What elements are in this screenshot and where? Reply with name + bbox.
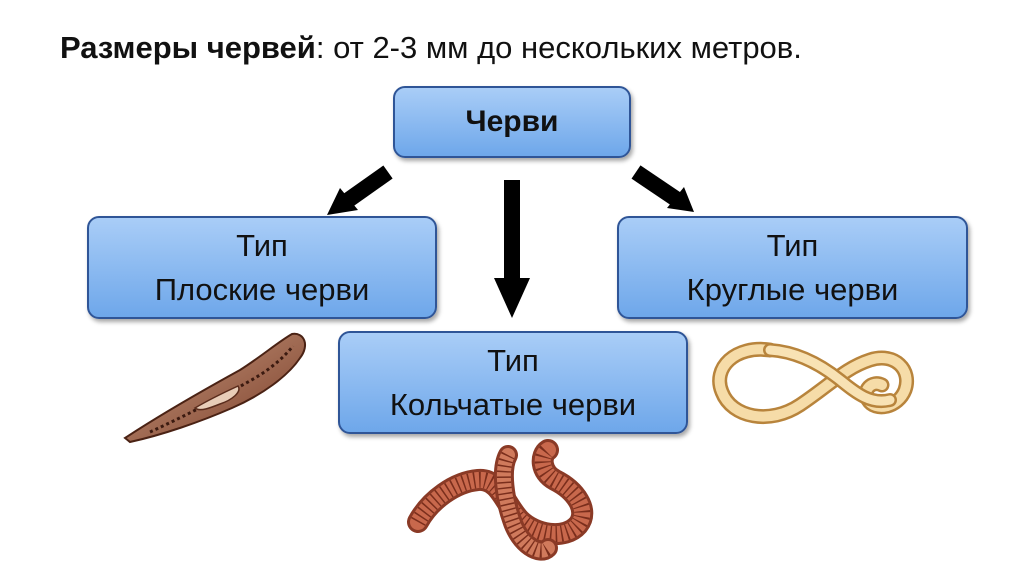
type-name: Кольчатые черви [389,386,637,422]
type-name: Плоские черви [154,271,370,307]
flatworm-illustration [123,332,307,444]
roundworm-illustration [712,341,914,424]
type-label: Тип [236,227,288,263]
type-box-annelids: Тип Кольчатые черви [338,331,688,434]
slide-title: Размеры червей: от 2-3 мм до нескольких … [60,30,802,66]
type-box-flatworms: Тип Плоские черви [87,216,437,319]
root-label: Черви [465,105,559,138]
arrow-to-annelids [494,180,530,318]
root-box-worms: Черви [393,86,631,158]
type-name: Круглые черви [686,271,899,307]
slide-title-bold: Размеры червей [60,30,316,65]
type-label: Тип [487,342,539,378]
type-label: Тип [766,227,819,263]
slide-title-rest: : от 2-3 мм до нескольких метров. [315,30,802,65]
earthworm-illustration [407,439,594,561]
arrow-to-flatworms [327,165,393,215]
arrow-to-roundworms [631,165,694,212]
type-box-roundworms: Тип Круглые черви [617,216,968,319]
